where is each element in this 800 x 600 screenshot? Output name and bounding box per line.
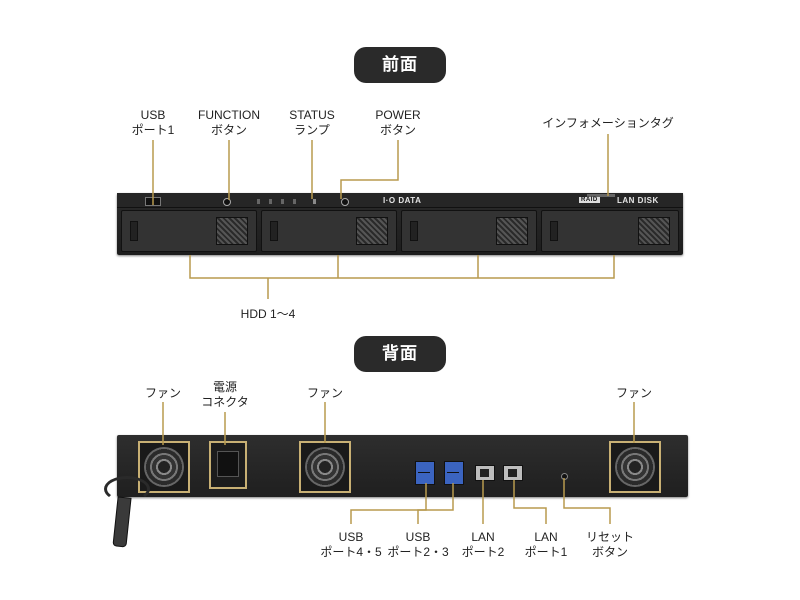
lan-port-1[interactable] — [503, 465, 523, 481]
hdd-bay-2[interactable] — [261, 210, 397, 252]
cable-clamp — [104, 476, 150, 502]
hdd-bay-4[interactable] — [541, 210, 679, 252]
nas-back-panel — [117, 435, 688, 497]
info-tag-label: インフォメーションタグ — [542, 116, 674, 130]
bay-vent — [496, 217, 528, 245]
back-section-title: 背面 — [354, 336, 446, 372]
power-connector-label: 電源コネクタ — [201, 380, 249, 409]
fan-blades-icon — [305, 447, 345, 487]
leader-lan-port1 — [513, 480, 547, 524]
reset-button-label: リセットボタン — [585, 530, 635, 559]
hdd-led-2 — [269, 199, 272, 204]
leader-reset-button — [563, 478, 611, 524]
function-button[interactable] — [223, 198, 231, 206]
leader-usb-port23 — [417, 483, 454, 524]
hdd-label: HDD 1〜4 — [240, 307, 296, 321]
bay-latch[interactable] — [130, 221, 138, 241]
bay-vent — [216, 217, 248, 245]
front-section-title: 前面 — [354, 47, 446, 83]
hdd-led-3 — [281, 199, 284, 204]
usb-port-4-5[interactable] — [415, 461, 435, 485]
leader-usb-port45 — [350, 483, 427, 524]
power-button[interactable] — [341, 198, 349, 206]
fan-right — [609, 441, 661, 493]
bay-latch[interactable] — [410, 221, 418, 241]
hdd-led-4 — [293, 199, 296, 204]
bay-latch[interactable] — [550, 221, 558, 241]
leader-power-button — [340, 140, 399, 199]
brand-logo: I·O DATA — [383, 196, 422, 205]
leader-hdd — [189, 255, 615, 299]
raid-badge: RAID — [579, 197, 600, 203]
bay-latch[interactable] — [270, 221, 278, 241]
power-socket-icon — [217, 451, 239, 477]
fan-right-label: ファン — [615, 386, 653, 400]
front-control-strip — [117, 193, 683, 208]
hdd-bay-3[interactable] — [401, 210, 537, 252]
nas-front-panel: I·O DATA RAID LAN DISK — [117, 193, 683, 255]
fan-middle — [299, 441, 351, 493]
information-tag[interactable] — [587, 194, 615, 197]
power-connector[interactable] — [209, 441, 247, 489]
fan-blades-icon — [615, 447, 655, 487]
bay-vent — [638, 217, 670, 245]
lan-port-2[interactable] — [475, 465, 495, 481]
status-lamp — [313, 199, 316, 204]
hdd-bay-1[interactable] — [121, 210, 257, 252]
model-logo: LAN DISK — [617, 196, 659, 205]
usb-port-2-3[interactable] — [444, 461, 464, 485]
hdd-led-1 — [257, 199, 260, 204]
bay-vent — [356, 217, 388, 245]
fan-blades-icon — [144, 447, 184, 487]
fan-middle-label: ファン — [306, 386, 344, 400]
fan-left-label: ファン — [144, 386, 182, 400]
